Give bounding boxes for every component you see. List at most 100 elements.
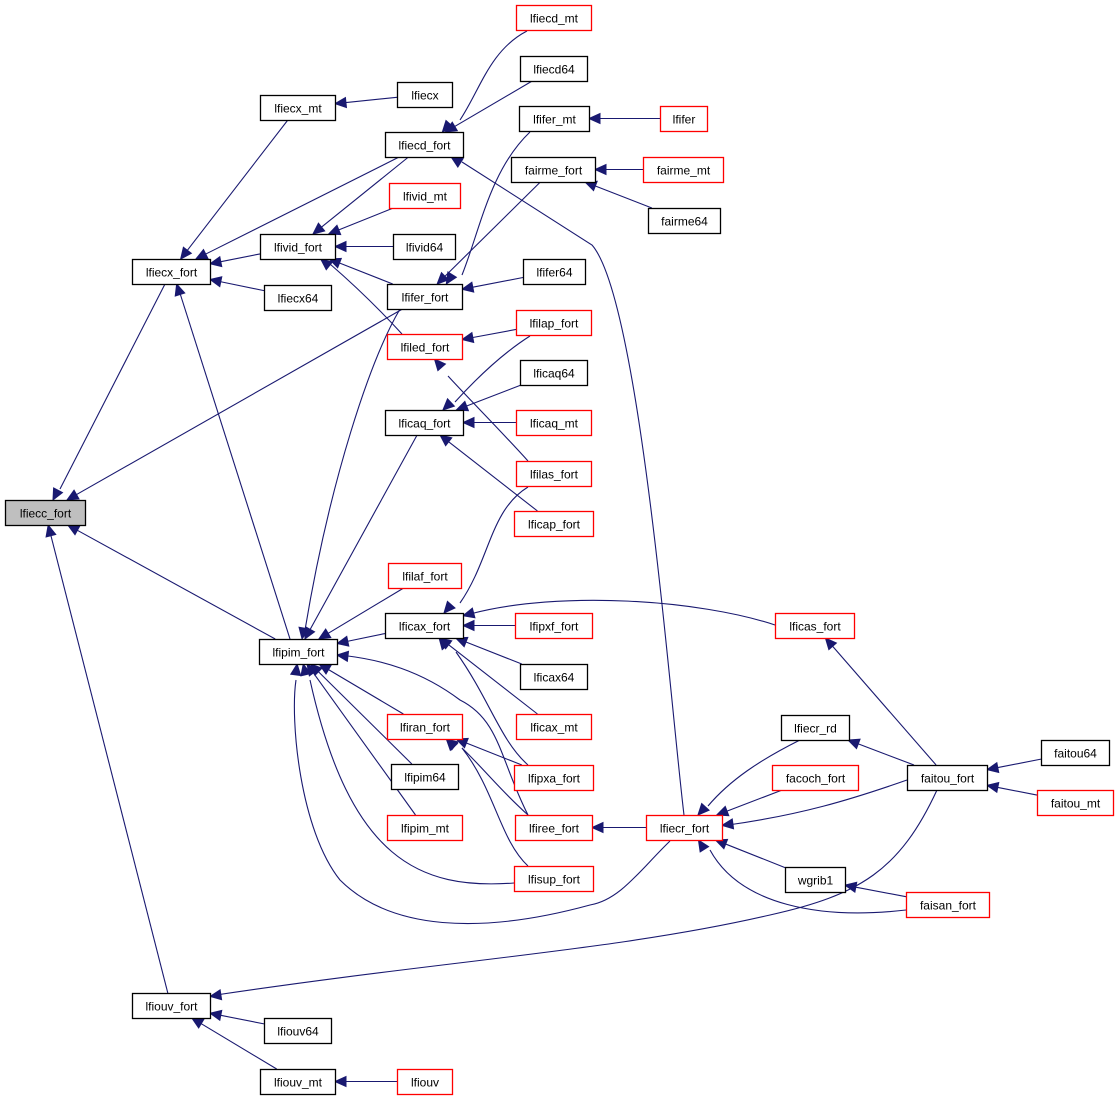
node-box[interactable]	[386, 283, 464, 311]
node-lfilap_fort[interactable]: lfilap_fort	[515, 309, 593, 337]
node-faitou64[interactable]: faitou64	[1040, 739, 1111, 767]
node-lfiecd_fort[interactable]: lfiecd_fort	[384, 131, 465, 159]
node-box[interactable]	[386, 814, 464, 842]
node-box[interactable]	[390, 763, 460, 791]
node-box[interactable]	[515, 713, 593, 741]
node-lficax_fort[interactable]: lficax_fort	[384, 612, 465, 640]
node-box[interactable]	[513, 865, 595, 893]
node-faitou_mt[interactable]: faitou_mt	[1036, 789, 1115, 817]
node-box[interactable]	[784, 866, 847, 894]
node-lfilas_fort[interactable]: lfilas_fort	[515, 460, 593, 488]
node-box[interactable]	[513, 764, 595, 792]
node-box[interactable]	[384, 612, 465, 640]
node-lficax_mt[interactable]: lficax_mt	[515, 713, 593, 741]
node-lficaq_mt[interactable]: lficaq_mt	[515, 409, 593, 437]
node-fairme_fort[interactable]: fairme_fort	[510, 156, 597, 184]
node-box[interactable]	[522, 258, 587, 286]
node-lfiran_fort[interactable]: lfiran_fort	[386, 713, 464, 741]
node-box[interactable]	[386, 713, 464, 741]
node-box[interactable]	[263, 1017, 333, 1045]
node-box[interactable]	[263, 284, 333, 312]
node-lfisup_fort[interactable]: lfisup_fort	[513, 865, 595, 893]
node-lfipxa_fort[interactable]: lfipxa_fort	[513, 764, 595, 792]
node-box[interactable]	[905, 891, 991, 919]
node-box[interactable]	[514, 612, 594, 640]
node-lfiecd_mt[interactable]: lfiecd_mt	[515, 4, 593, 32]
node-box[interactable]	[515, 460, 593, 488]
node-box[interactable]	[384, 409, 465, 437]
node-lfiree_fort[interactable]: lfiree_fort	[514, 814, 594, 842]
node-box[interactable]	[4, 499, 87, 527]
node-box[interactable]	[519, 55, 589, 83]
node-box[interactable]	[514, 814, 594, 842]
node-lfiouv_fort[interactable]: lfiouv_fort	[131, 992, 212, 1020]
node-lfivid64[interactable]: lfivid64	[392, 233, 457, 261]
node-lfiouv_mt[interactable]: lfiouv_mt	[259, 1068, 337, 1096]
node-lfifer_fort[interactable]: lfifer_fort	[386, 283, 464, 311]
node-box[interactable]	[906, 764, 989, 792]
node-lfiecc_fort[interactable]: lfiecc_fort	[4, 499, 87, 527]
node-lfipim64[interactable]: lfipim64	[390, 763, 460, 791]
node-lfiecx64[interactable]: lfiecx64	[263, 284, 333, 312]
node-box[interactable]	[258, 638, 339, 666]
node-box[interactable]	[519, 359, 589, 387]
node-lfiled_fort[interactable]: lfiled_fort	[386, 333, 464, 361]
node-lficaq_fort[interactable]: lficaq_fort	[384, 409, 465, 437]
node-lfiecr_fort[interactable]: lfiecr_fort	[645, 814, 724, 842]
node-box[interactable]	[387, 562, 463, 590]
node-faitou_fort[interactable]: faitou_fort	[906, 764, 989, 792]
node-lfiouv64[interactable]: lfiouv64	[263, 1017, 333, 1045]
node-fairme_mt[interactable]: fairme_mt	[642, 156, 725, 184]
node-box[interactable]	[396, 81, 454, 109]
node-lfiecx_mt[interactable]: lfiecx_mt	[259, 94, 337, 122]
node-box[interactable]	[1040, 739, 1111, 767]
node-lfilaf_fort[interactable]: lfilaf_fort	[387, 562, 463, 590]
node-lfiecx[interactable]: lfiecx	[396, 81, 454, 109]
node-box[interactable]	[131, 258, 212, 286]
node-lficap_fort[interactable]: lficap_fort	[513, 510, 595, 538]
node-lfipim_fort[interactable]: lfipim_fort	[258, 638, 339, 666]
node-lfiouv[interactable]: lfiouv	[396, 1068, 454, 1096]
node-box[interactable]	[771, 764, 860, 792]
node-box[interactable]	[518, 105, 591, 133]
node-box[interactable]	[513, 510, 595, 538]
node-box[interactable]	[515, 409, 593, 437]
node-fairme64[interactable]: fairme64	[647, 207, 722, 235]
node-box[interactable]	[388, 182, 462, 210]
node-lficas_fort[interactable]: lficas_fort	[774, 612, 856, 640]
node-lfifer_mt[interactable]: lfifer_mt	[518, 105, 591, 133]
node-box[interactable]	[515, 309, 593, 337]
node-box[interactable]	[780, 714, 851, 742]
node-box[interactable]	[259, 94, 337, 122]
node-lficaq64[interactable]: lficaq64	[519, 359, 589, 387]
node-lfivid_mt[interactable]: lfivid_mt	[388, 182, 462, 210]
node-box[interactable]	[259, 233, 337, 261]
node-lfipim_mt[interactable]: lfipim_mt	[386, 814, 464, 842]
node-wgrib1[interactable]: wgrib1	[784, 866, 847, 894]
node-faisan_fort[interactable]: faisan_fort	[905, 891, 991, 919]
node-box[interactable]	[659, 105, 709, 133]
node-lficax64[interactable]: lficax64	[519, 663, 589, 691]
node-lfifer64[interactable]: lfifer64	[522, 258, 587, 286]
node-box[interactable]	[510, 156, 597, 184]
node-box[interactable]	[131, 992, 212, 1020]
node-box[interactable]	[515, 4, 593, 32]
node-box[interactable]	[645, 814, 724, 842]
node-box[interactable]	[259, 1068, 337, 1096]
node-lfiecd64[interactable]: lfiecd64	[519, 55, 589, 83]
node-lfipxf_fort[interactable]: lfipxf_fort	[514, 612, 594, 640]
node-box[interactable]	[1036, 789, 1115, 817]
node-lfiecx_fort[interactable]: lfiecx_fort	[131, 258, 212, 286]
node-box[interactable]	[384, 131, 465, 159]
node-box[interactable]	[386, 333, 464, 361]
node-lfifer[interactable]: lfifer	[659, 105, 709, 133]
node-box[interactable]	[392, 233, 457, 261]
node-box[interactable]	[519, 663, 589, 691]
node-lfivid_fort[interactable]: lfivid_fort	[259, 233, 337, 261]
node-box[interactable]	[396, 1068, 454, 1096]
node-box[interactable]	[642, 156, 725, 184]
node-box[interactable]	[647, 207, 722, 235]
node-lfiecr_rd[interactable]: lfiecr_rd	[780, 714, 851, 742]
node-facoch_fort[interactable]: facoch_fort	[771, 764, 860, 792]
node-box[interactable]	[774, 612, 856, 640]
